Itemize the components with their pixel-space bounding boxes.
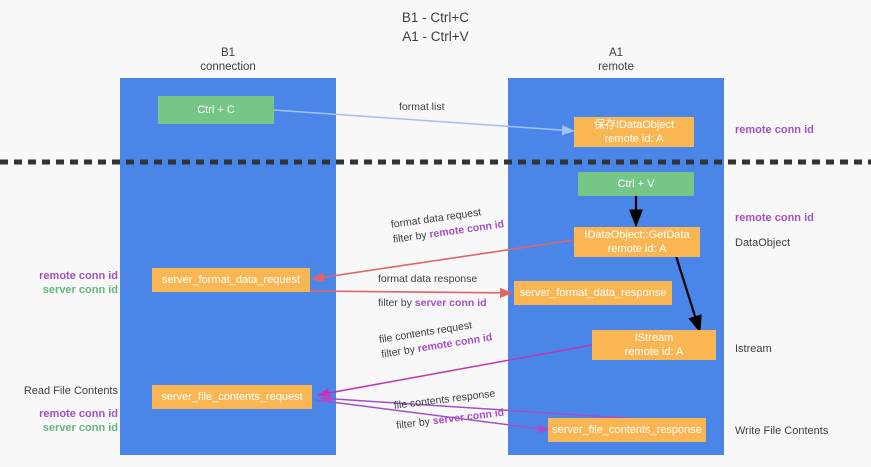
left-legend-bottom: Read File Contents remote conn id server… (0, 384, 118, 435)
node-server-file-contents-request-label: server_file_contents_request (161, 391, 303, 403)
node-ctrl-v-label: Ctrl + V (617, 178, 655, 190)
key-server-conn-id: server conn id (414, 297, 487, 309)
column-title-b1: B1 connection (200, 47, 256, 73)
node-save-idataobject-line1: 保存IDataObject (593, 119, 675, 131)
right-label-dataobject: DataObject (735, 237, 791, 249)
arrow-file-contents-request (317, 344, 593, 398)
node-server-file-contents-response[interactable]: server_file_contents_response (548, 418, 706, 442)
arrow-format-list (273, 109, 575, 136)
edge-label-format-data-response-line2: filter by server conn id (378, 297, 487, 309)
arrow-getdata-istream (674, 255, 702, 334)
node-server-file-contents-response-label: server_file_contents_response (552, 424, 702, 436)
node-server-format-data-request-label: server_format_data_request (161, 274, 301, 286)
node-istream[interactable]: IStream remote id: A (592, 330, 716, 360)
right-label-write-file-contents: Write File Contents (735, 425, 829, 437)
node-save-idataobject[interactable]: 保存IDataObject remote id: A (574, 117, 694, 147)
right-label-remote-conn-id-mid: remote conn id (735, 212, 814, 224)
left-legend-mid-remote: remote conn id (39, 270, 118, 282)
node-idataobject-getdata[interactable]: IDataObject::GetData remote id: A (574, 227, 700, 257)
node-server-file-contents-request[interactable]: server_file_contents_request (152, 385, 312, 409)
node-getdata-line1: IDataObject::GetData (584, 229, 690, 241)
node-getdata-line2: remote id: A (607, 243, 667, 255)
edge-label-format-data-response: format data response filter by server co… (378, 272, 487, 311)
horizontal-divider (0, 159, 871, 165)
right-label-istream: Istream (735, 343, 772, 355)
node-istream-line1: IStream (634, 332, 674, 344)
arrow-format-data-request (311, 239, 575, 283)
node-server-format-data-request[interactable]: server_format_data_request (152, 268, 310, 292)
node-istream-line2: remote id: A (624, 346, 684, 358)
node-server-format-data-response-label: server_format_data_response (519, 287, 667, 299)
left-legend-mid: remote conn id server conn id (0, 269, 118, 297)
left-legend-bottom-server: server conn id (42, 422, 118, 434)
node-ctrl-c[interactable]: Ctrl + C (158, 96, 274, 124)
node-ctrl-v[interactable]: Ctrl + V (578, 172, 694, 196)
left-label-read-file-contents: Read File Contents (23, 385, 118, 397)
column-title-a1: A1 remote (598, 47, 634, 73)
right-label-remote-conn-id-top: remote conn id (735, 124, 814, 136)
edge-label-format-data-response-line1: format data response (378, 273, 478, 285)
edge-label-format-list: format list (399, 101, 445, 113)
arrow-format-data-response (309, 287, 513, 299)
node-save-idataobject-line2: remote id: A (604, 133, 664, 145)
left-legend-bottom-remote: remote conn id (39, 408, 118, 420)
page-title: B1 - Ctrl+C A1 - Ctrl+V (401, 10, 470, 44)
node-server-format-data-response[interactable]: server_format_data_response (514, 281, 672, 305)
arrow-file-contents-response (315, 399, 550, 434)
node-ctrl-c-label: Ctrl + C (197, 104, 235, 116)
left-legend-mid-server: server conn id (42, 284, 118, 296)
